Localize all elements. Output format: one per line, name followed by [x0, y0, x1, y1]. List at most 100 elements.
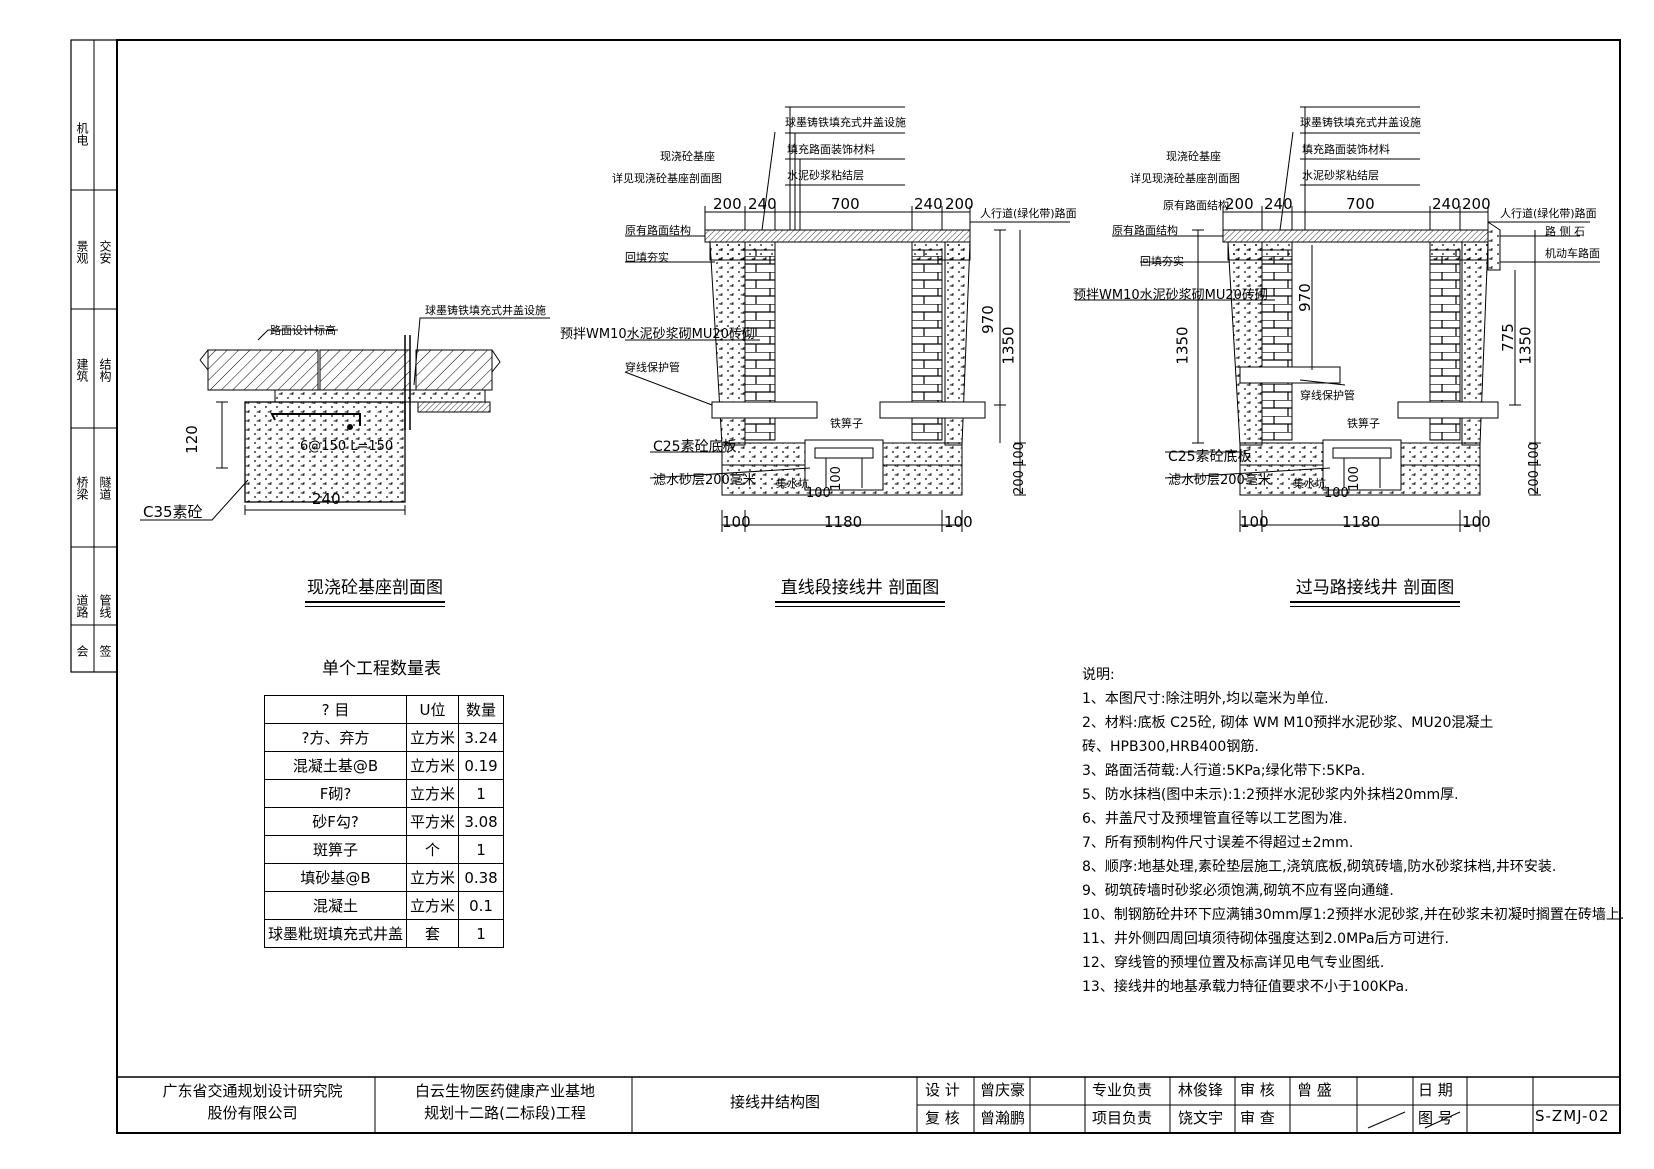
dim-100v: 100 [1011, 442, 1027, 467]
strip-label-daolu: 道路 [75, 594, 89, 618]
table-cell: 混凝土 [263, 891, 408, 920]
table-cell: 立方米 [406, 751, 460, 780]
dim-200: 200 [945, 195, 974, 213]
dim-240: 240 [914, 195, 943, 213]
label-grate: 铁箅子 [1347, 417, 1380, 430]
note-line: 12、穿线管的预埋位置及标高详见电气专业图纸. [1082, 955, 1385, 971]
table-row: 球墨粃斑填充式井盖 套 1 [263, 919, 505, 948]
label-backfill: 回填夯实 [625, 251, 669, 264]
dim-240: 240 [1432, 195, 1461, 213]
dim-1180: 1180 [824, 513, 863, 531]
quantity-table: ? 目 U位 数量 ?方、弃方 立方米 3.24 混凝土基@B 立方米 0.19… [263, 695, 505, 948]
dim-200: 200 [1225, 195, 1254, 213]
dim-240: 240 [748, 195, 777, 213]
dim-100-sump-v: 100 [1346, 466, 1362, 491]
caption-underline [1290, 601, 1460, 603]
dim-1350-right: 1350 [1516, 326, 1535, 365]
label-base-ref: 详见现浇砼基座剖面图 [1130, 172, 1240, 185]
header-qty: 数量 [458, 695, 505, 724]
table-cell: 0.19 [458, 751, 505, 780]
dim-100-sump: 100 [806, 486, 831, 501]
dim-120: 120 [182, 425, 201, 454]
dim-700: 700 [1346, 195, 1375, 213]
label-grate: 铁箅子 [830, 417, 863, 430]
note-line: 5、防水抹档(图中未示):1:2预拌水泥砂浆内外抹档20mm厚. [1082, 787, 1459, 803]
label-road-1: 原有路面结构 [1163, 199, 1229, 212]
design-label: 设 计 [925, 1081, 960, 1099]
table-cell: 个 [406, 835, 460, 864]
strip-label-qian: 签 [98, 645, 112, 657]
label-curb: 路 侧 石 [1545, 225, 1585, 238]
label-vehicle: 机动车路面 [1545, 247, 1600, 260]
dim-1350: 1350 [999, 326, 1018, 365]
table-cell: F砌? [263, 779, 408, 808]
quantity-table-title: 单个工程数量表 [322, 659, 441, 679]
label-pipe: 穿线保护管 [1300, 389, 1355, 402]
dwg-label: 图 号 [1418, 1109, 1453, 1127]
design-name: 曾庆豪 [980, 1081, 1026, 1099]
spec-name: 林俊锋 [1178, 1081, 1224, 1099]
project-name: 白云生物医药健康产业基地 [414, 1082, 595, 1100]
label-fill: 填充路面装饰材料 [787, 143, 875, 156]
label-sump: 集水坑 [1293, 477, 1326, 490]
note-line: 3、路面活荷载:人行道:5KPa;绿化带下:5KPa. [1082, 763, 1366, 779]
dim-240: 240 [1264, 195, 1293, 213]
label-mortar: 水泥砂浆粘结层 [787, 169, 864, 182]
label-road-elev: 路面设计标高 [270, 324, 336, 337]
institute-name-2: 股份有限公司 [207, 1104, 298, 1122]
dim-200: 200 [713, 195, 742, 213]
dim-200v: 200 [1011, 470, 1027, 495]
label-rebar: 6@150 L=150 [300, 439, 394, 454]
table-cell: 3.24 [458, 723, 505, 752]
dim-100: 100 [1240, 513, 1269, 531]
table-row: 填砂基@B 立方米 0.38 [263, 863, 505, 892]
table-cell: 3.08 [458, 807, 505, 836]
label-cover: 球墨铸铁填充式井盖设施 [1300, 116, 1421, 129]
table-cell: 1 [458, 919, 505, 948]
dim-100-sump-v: 100 [828, 466, 844, 491]
label-cover: 球墨铸铁填充式井盖设施 [425, 304, 546, 317]
note-line: 13、接线井的地基承载力特征值要求不小于100KPa. [1082, 979, 1409, 995]
caption-detail-c: 过马路接线井 剖面图 [1295, 578, 1455, 598]
table-cell: 平方米 [406, 807, 460, 836]
header-unit: U位 [406, 695, 460, 724]
institute-name: 广东省交通规划设计研究院 [162, 1082, 343, 1100]
table-cell: 混凝土基@B [263, 751, 408, 780]
caption-detail-b: 直线段接线井 剖面图 [780, 578, 940, 598]
strip-label-qiaoliang: 桥梁 [75, 476, 89, 500]
label-walk: 人行道(绿化带)路面 [980, 207, 1077, 220]
label-sump: 集水坑 [776, 477, 809, 490]
table-cell: 球墨粃斑填充式井盖 [263, 919, 408, 948]
drawing-number: S-ZMJ-02 [1535, 1107, 1610, 1125]
label-base: 现浇砼基座 [1166, 150, 1221, 163]
dim-100: 100 [944, 513, 973, 531]
table-cell: ?方、弃方 [263, 723, 408, 752]
dim-100-sump: 100 [1324, 486, 1349, 501]
table-row: F砌? 立方米 1 [263, 779, 505, 808]
label-c35: C35素砼 [143, 503, 203, 521]
label-brick: 预拌WM10水泥砂浆砌MU20砖砌 [560, 327, 755, 342]
strip-label-jiaoan: 交安 [98, 240, 112, 264]
detail-b-graphic [624, 106, 1070, 532]
spec-label: 专业负责 [1092, 1081, 1153, 1099]
notes-title: 说明: [1082, 667, 1115, 683]
review-name: 曾 盛 [1297, 1081, 1332, 1099]
label-mortar: 水泥砂浆粘结层 [1302, 169, 1379, 182]
caption-underline [775, 601, 945, 603]
note-line: 1、本图尺寸:除注明外,均以毫米为单位. [1082, 691, 1329, 707]
dim-100: 100 [722, 513, 751, 531]
dim-200v: 200 [1526, 470, 1542, 495]
table-cell: 套 [406, 919, 460, 948]
caption-underline [305, 606, 445, 607]
table-row: ?方、弃方 立方米 3.24 [263, 723, 505, 752]
note-line: 8、顺序:地基处理,素砼垫层施工,浇筑底板,砌筑砖墙,防水砂浆抹档,井环安装. [1082, 859, 1557, 875]
dim-970: 970 [1295, 283, 1314, 312]
table-row: 混凝土 立方米 0.1 [263, 891, 505, 920]
dim-100v: 100 [1526, 442, 1542, 467]
table-cell: 立方米 [406, 891, 460, 920]
proj-name: 饶文宇 [1178, 1109, 1224, 1127]
table-row: 混凝土基@B 立方米 0.19 [263, 751, 505, 780]
note-line: 7、所有预制构件尺寸误差不得超过±2mm. [1082, 835, 1354, 851]
review-label: 审 核 [1240, 1081, 1275, 1099]
label-brick: 预拌WM10水泥砂浆砌MU20砖砌 [1073, 288, 1268, 303]
